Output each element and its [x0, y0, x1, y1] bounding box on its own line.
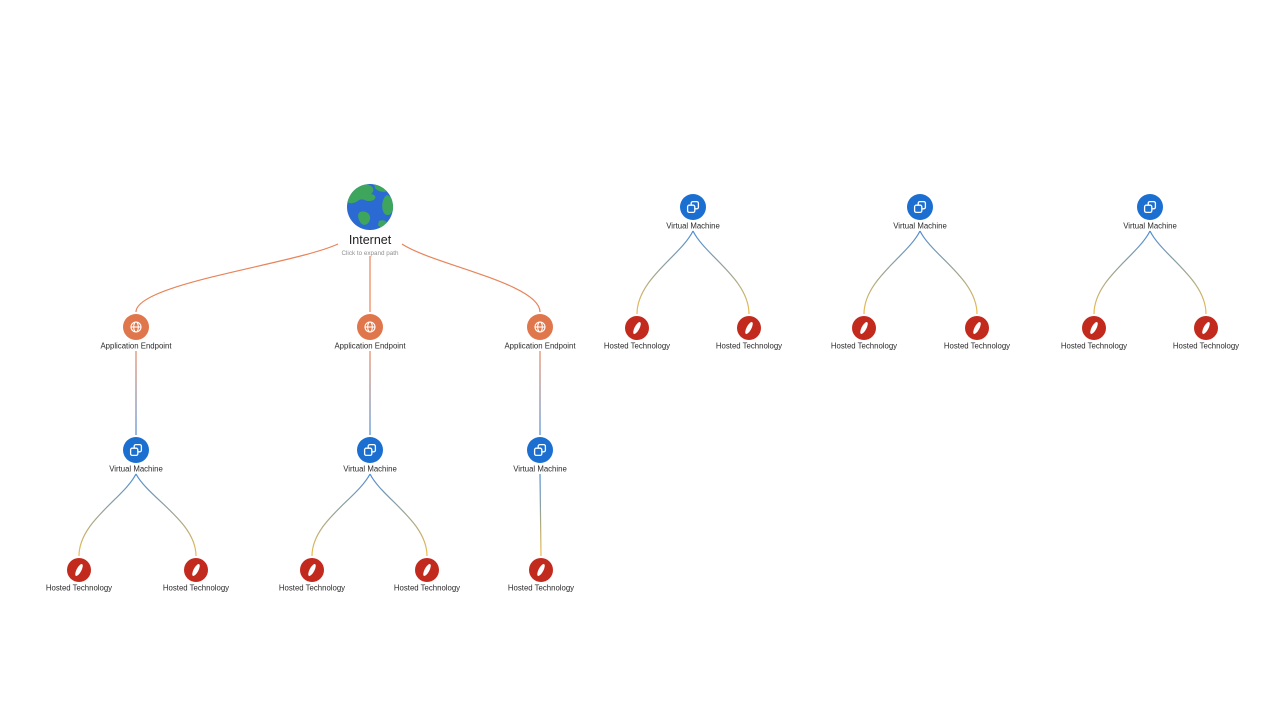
edge-vm4-ht7 — [692, 230, 750, 315]
copy-icon — [1143, 200, 1157, 214]
node-hosted-technology-ht3[interactable]: Hosted Technology — [279, 558, 345, 593]
node-hosted-technology-ht1[interactable]: Hosted Technology — [46, 558, 112, 593]
blocked-technology-icon — [75, 564, 83, 576]
globe-wire-icon — [364, 321, 376, 333]
node-application-endpoint-ae1[interactable]: Application Endpoint — [100, 314, 172, 351]
node-label: Hosted Technology — [1061, 342, 1127, 351]
node-hosted-technology-ht9[interactable]: Hosted Technology — [944, 316, 1010, 351]
node-virtual-machine-vm1[interactable]: Virtual Machine — [109, 437, 163, 474]
blocked-technology-icon — [973, 322, 981, 334]
copy-icon — [363, 443, 377, 457]
node-label: Hosted Technology — [394, 584, 460, 593]
copy-icon — [533, 443, 547, 457]
node-application-endpoint-ae2[interactable]: Application Endpoint — [334, 314, 406, 351]
node-label: Application Endpoint — [100, 342, 172, 351]
edge-vm4-ht6 — [636, 230, 694, 315]
node-hosted-technology-ht5[interactable]: Hosted Technology — [508, 558, 574, 593]
edge-vm2-ht3 — [311, 473, 371, 557]
blocked-technology-icon — [192, 564, 200, 576]
blocked-technology-icon — [423, 564, 431, 576]
node-hosted-technology-ht8[interactable]: Hosted Technology — [831, 316, 897, 351]
node-hosted-technology-ht6[interactable]: Hosted Technology — [604, 316, 670, 351]
blocked-technology-icon — [537, 564, 545, 576]
node-label: Hosted Technology — [604, 342, 670, 351]
node-label: Hosted Technology — [46, 584, 112, 593]
node-label: Hosted Technology — [944, 342, 1010, 351]
node-hosted-technology-ht4[interactable]: Hosted Technology — [394, 558, 460, 593]
node-virtual-machine-vm2[interactable]: Virtual Machine — [343, 437, 397, 474]
edge-vm1-ht1 — [78, 473, 137, 557]
node-label: Application Endpoint — [334, 342, 406, 351]
node-virtual-machine-vm3[interactable]: Virtual Machine — [513, 437, 567, 474]
node-application-endpoint-ae3[interactable]: Application Endpoint — [504, 314, 576, 351]
node-virtual-machine-vm6[interactable]: Virtual Machine — [1123, 194, 1177, 231]
node-label: Virtual Machine — [513, 465, 567, 474]
copy-icon — [129, 443, 143, 457]
node-sublabel: Click to expand path — [341, 250, 399, 257]
edge-layer — [78, 230, 1207, 557]
node-label: Virtual Machine — [343, 465, 397, 474]
edge-internet-ae3 — [401, 243, 541, 313]
edge-vm2-ht4 — [369, 473, 428, 557]
blocked-technology-icon — [633, 322, 641, 334]
node-label: Application Endpoint — [504, 342, 576, 351]
node-label: Hosted Technology — [1173, 342, 1239, 351]
blocked-technology-icon — [745, 322, 753, 334]
node-hosted-technology-ht7[interactable]: Hosted Technology — [716, 316, 782, 351]
edge-internet-ae1 — [135, 243, 339, 313]
node-hosted-technology-ht2[interactable]: Hosted Technology — [163, 558, 229, 593]
node-label: Internet — [349, 233, 392, 247]
blocked-technology-icon — [1202, 322, 1210, 334]
edge-vm3-ht5 — [539, 473, 542, 557]
edge-vm5-ht9 — [919, 230, 978, 315]
node-label: Hosted Technology — [716, 342, 782, 351]
node-label: Virtual Machine — [1123, 222, 1177, 231]
node-label: Virtual Machine — [666, 222, 720, 231]
node-label: Hosted Technology — [831, 342, 897, 351]
node-label: Virtual Machine — [893, 222, 947, 231]
edge-vm1-ht2 — [135, 473, 197, 557]
edge-vm6-ht10 — [1093, 230, 1151, 315]
globe-wire-icon — [130, 321, 142, 333]
blocked-technology-icon — [308, 564, 316, 576]
blocked-technology-icon — [1090, 322, 1098, 334]
copy-icon — [913, 200, 927, 214]
node-virtual-machine-vm4[interactable]: Virtual Machine — [666, 194, 720, 231]
node-label: Virtual Machine — [109, 465, 163, 474]
globe-wire-icon — [534, 321, 546, 333]
edge-vm5-ht8 — [863, 230, 921, 315]
edge-vm6-ht11 — [1149, 230, 1207, 315]
node-virtual-machine-vm5[interactable]: Virtual Machine — [893, 194, 947, 231]
node-label: Hosted Technology — [279, 584, 345, 593]
node-label: Hosted Technology — [163, 584, 229, 593]
copy-icon — [686, 200, 700, 214]
node-label: Hosted Technology — [508, 584, 574, 593]
blocked-technology-icon — [860, 322, 868, 334]
node-hosted-technology-ht10[interactable]: Hosted Technology — [1061, 316, 1127, 351]
globe-icon — [347, 184, 393, 230]
node-hosted-technology-ht11[interactable]: Hosted Technology — [1173, 316, 1239, 351]
